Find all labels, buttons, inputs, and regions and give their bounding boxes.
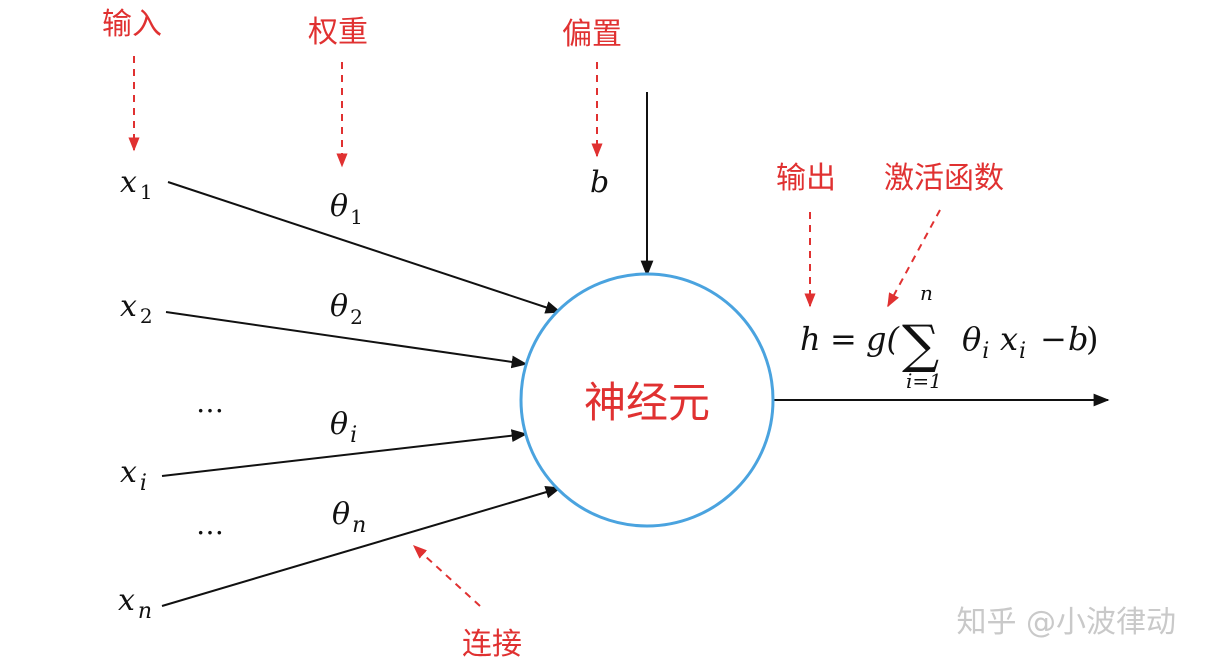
bias-annotation: 偏置 — [562, 17, 622, 52]
neuron-circle — [519, 272, 775, 528]
activation-annotation: 激活函数 — [884, 161, 1004, 196]
formula-equals: = — [830, 320, 857, 358]
connection-annotation: 连接 — [462, 627, 522, 662]
connection-arrow-i — [161, 429, 528, 477]
formula-function: g( — [866, 320, 900, 358]
formula-x: xi — [1000, 320, 1026, 364]
weight-theta-i: θi — [330, 407, 357, 448]
activation-pointer — [887, 209, 941, 308]
input-ellipsis-1: … — [196, 386, 224, 419]
formula-b: b — [1068, 320, 1088, 358]
formula-sum-upper: n — [920, 281, 933, 305]
formula-theta: θi — [962, 320, 989, 364]
activation-formula: h = g( ∑ n i=1 θi xi − b ) — [800, 281, 1098, 393]
connection-arrow-2 — [165, 311, 528, 369]
connection-pointer — [412, 545, 481, 607]
weight-theta-n: θn — [332, 497, 366, 538]
formula-minus: − — [1040, 320, 1067, 358]
bias-symbol: b — [590, 165, 609, 200]
watermark: 知乎 @小波律动 — [956, 605, 1176, 640]
output-annotation: 输出 — [776, 161, 836, 196]
input-ellipsis-2: … — [196, 508, 224, 541]
connection-arrow-n — [161, 485, 562, 607]
formula-sum-lower: i=1 — [906, 369, 942, 393]
formula-lhs: h — [800, 320, 821, 358]
formula-close: ) — [1086, 320, 1098, 358]
input-annotation: 输入 — [102, 7, 162, 42]
neuron-label: 神经元 — [584, 378, 710, 427]
weight-annotation: 权重 — [308, 15, 368, 50]
formula-sum-symbol: ∑ — [902, 315, 939, 375]
connection-arrow-1 — [167, 181, 562, 314]
